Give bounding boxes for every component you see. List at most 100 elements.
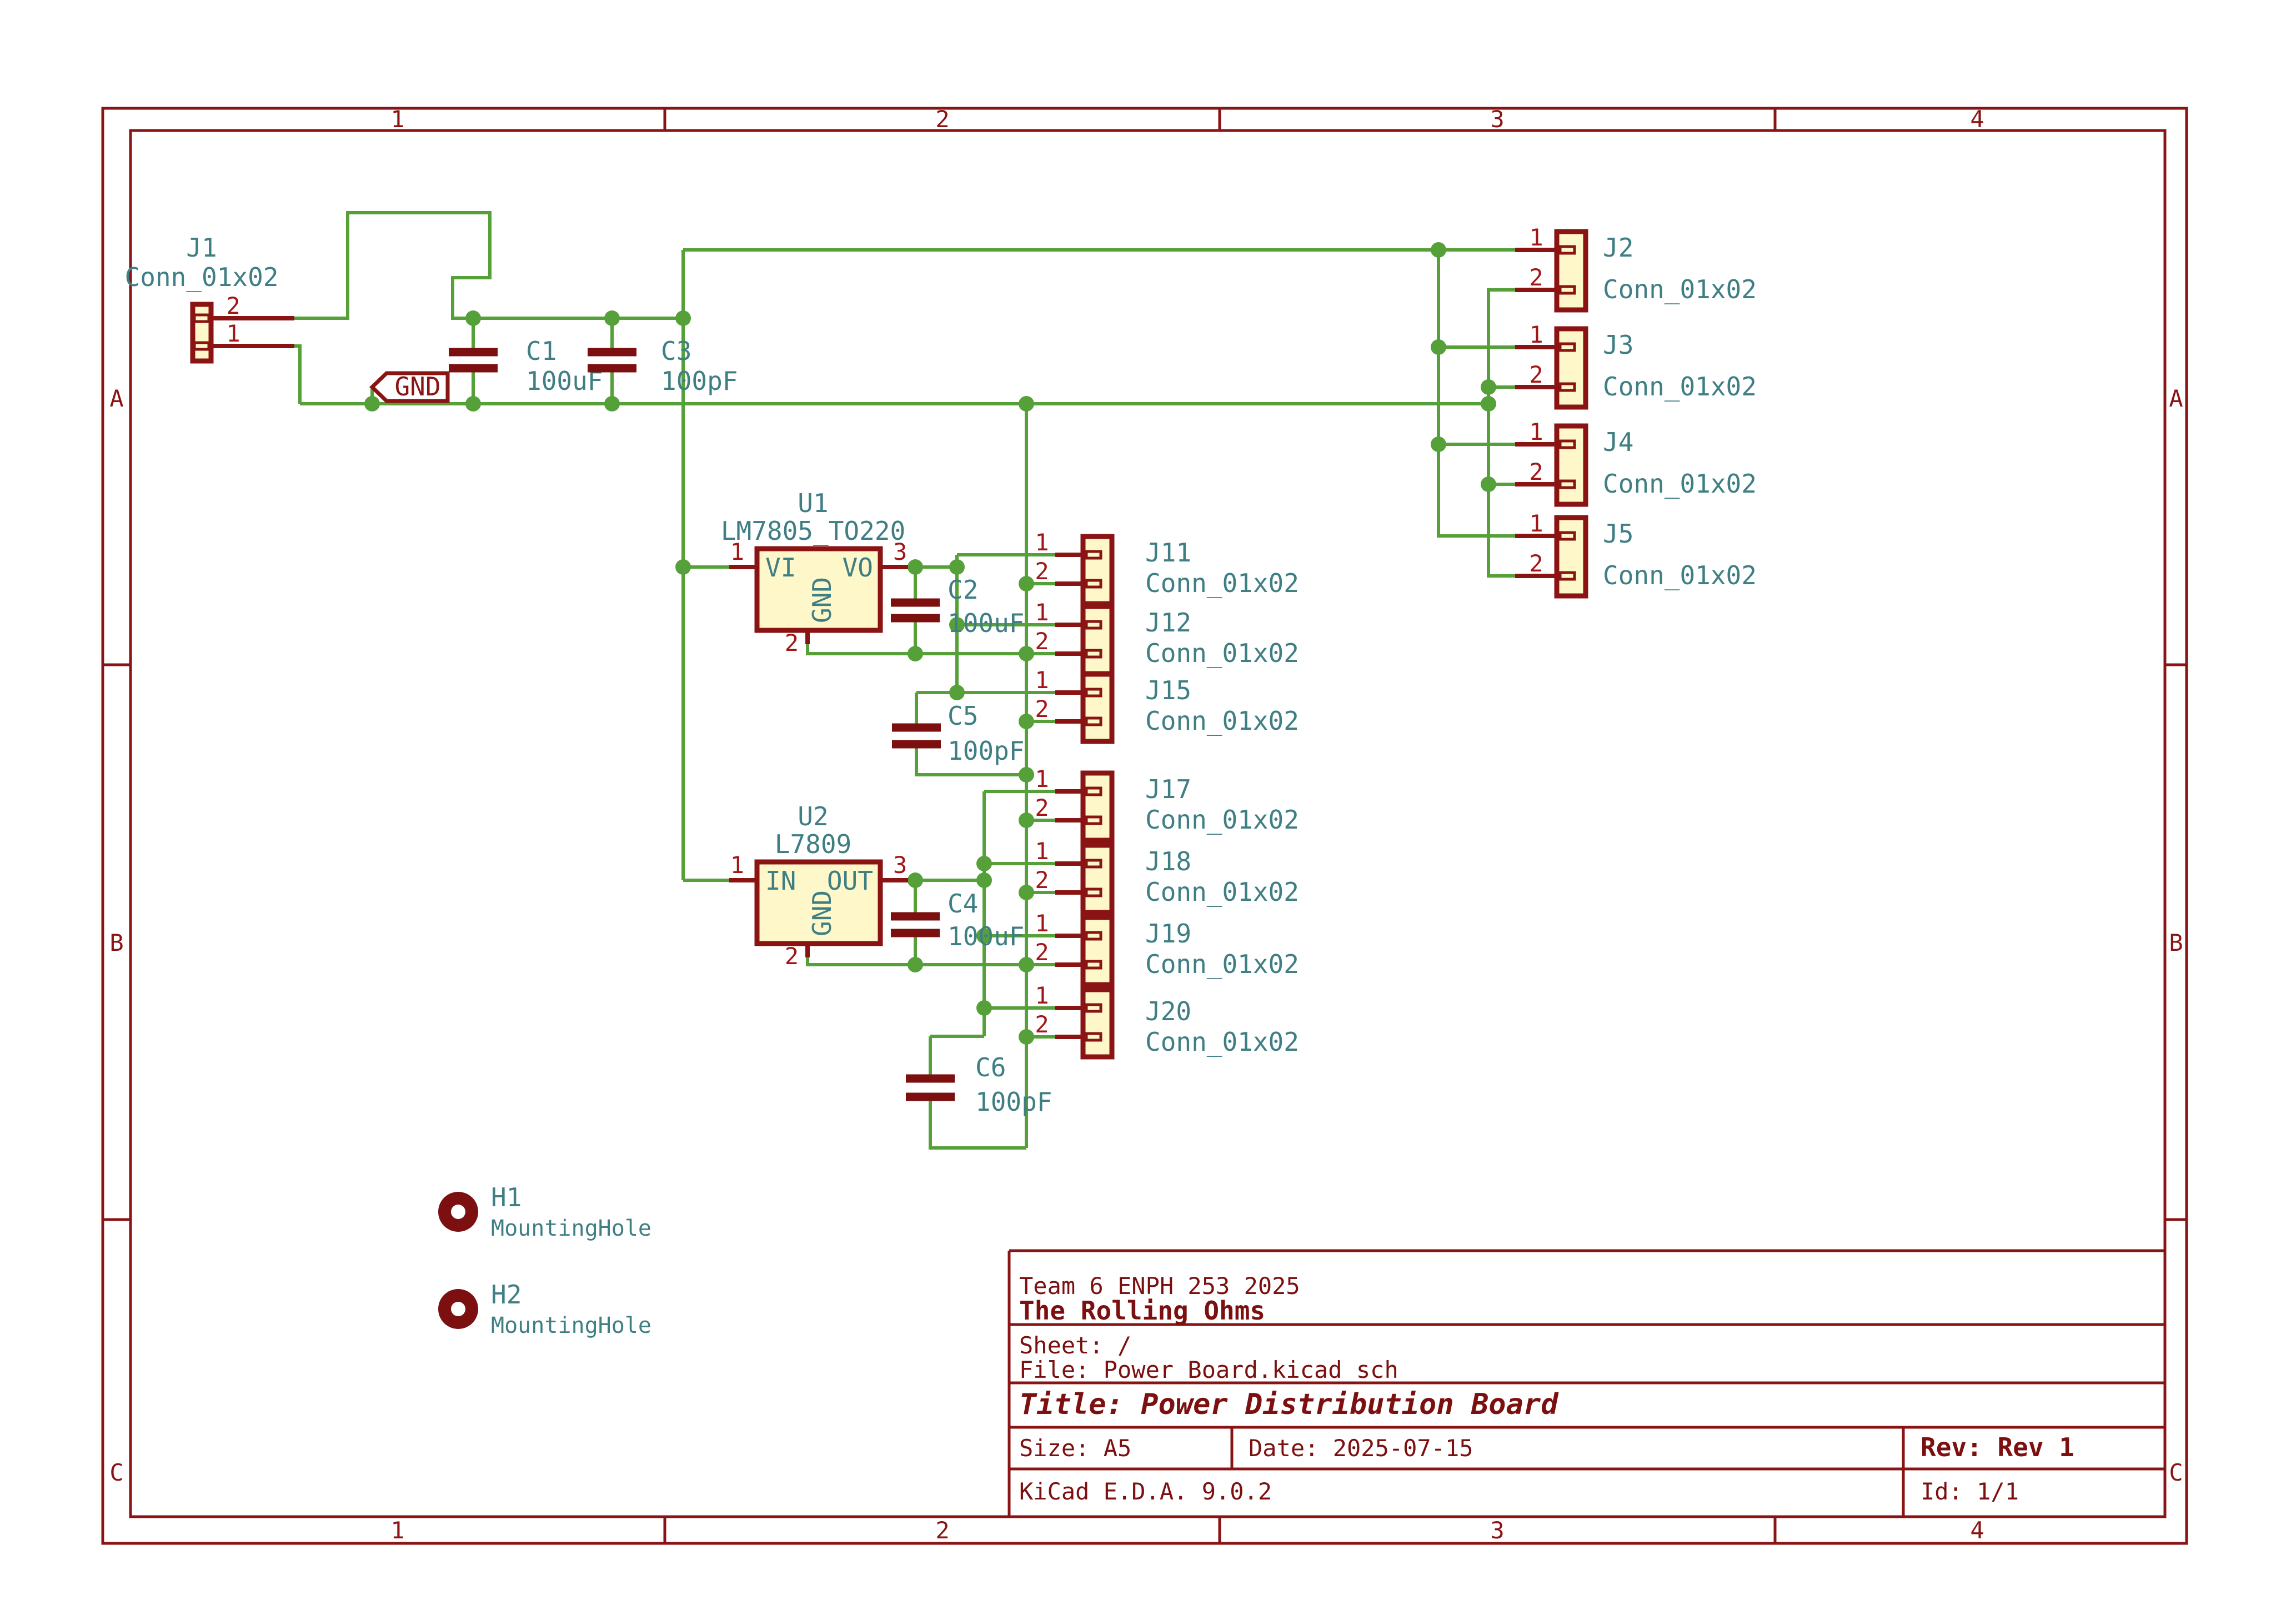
- j3-pin2-number: 2: [1529, 361, 1543, 388]
- regulator-u2[interactable]: U2 L7809 IN OUT GND 1 3 2: [729, 801, 908, 970]
- connector-j17[interactable]: 1 2 J17 Conn_01x02: [1035, 765, 1299, 843]
- j19-value: Conn_01x02: [1145, 949, 1299, 979]
- j20-pin2-number: 2: [1035, 1011, 1049, 1038]
- title-title: Title: Power Distribution Board: [1019, 1388, 1559, 1421]
- j2-value: Conn_01x02: [1603, 274, 1757, 304]
- capacitor-c3[interactable]: C3 100pF: [588, 336, 738, 396]
- j3-notch: [1558, 342, 1576, 352]
- capacitor-c6[interactable]: C6 100pF: [906, 1052, 1052, 1117]
- j1-notch: [193, 313, 210, 323]
- connector-j19[interactable]: 1 2 J19 Conn_01x02: [1035, 910, 1299, 987]
- j17-notch: [1085, 786, 1102, 796]
- c3-ref: C3: [661, 336, 691, 366]
- c6-value: 100pF: [975, 1087, 1052, 1117]
- j18-pins: [1055, 861, 1083, 895]
- capacitor-c2[interactable]: C2 100uF: [891, 575, 1024, 638]
- regulator-u1[interactable]: U1 LM7805_TO220 VI VO GND 1 3 2: [721, 488, 908, 656]
- wire-u1-gnd[interactable]: [806, 644, 1055, 655]
- title-sheet: Sheet: /: [1019, 1332, 1131, 1359]
- c2-value: 100uF: [948, 608, 1024, 638]
- mounting-hole-h1[interactable]: H1 MountingHole: [438, 1182, 651, 1241]
- u1-pin3-number: 3: [893, 538, 907, 565]
- j20-pins: [1055, 1006, 1083, 1039]
- connector-j11[interactable]: 1 2 J11 Conn_01x02: [1035, 529, 1299, 606]
- connector-j18[interactable]: 1 2 J18 Conn_01x02: [1035, 837, 1299, 915]
- connector-j5[interactable]: 1 2 J5 Conn_01x02: [1515, 510, 1757, 599]
- wire-vin[interactable]: [294, 211, 683, 320]
- j12-pin1-number: 1: [1035, 599, 1049, 626]
- j12-notch: [1085, 649, 1102, 659]
- h2-drill: [451, 1302, 465, 1316]
- j20-notch: [1085, 1003, 1102, 1013]
- connector-j1[interactable]: 2 1 J1 Conn_01x02: [125, 233, 294, 364]
- gnd-flag-label: GND: [394, 372, 440, 402]
- wire-c5-legs[interactable]: [915, 693, 1026, 776]
- u2-body: [754, 859, 883, 946]
- h1-ref: H1: [491, 1182, 522, 1212]
- j3-body: [1554, 326, 1588, 410]
- c5-plates: [892, 723, 941, 749]
- u1-pin-name-vo: VO: [843, 553, 873, 583]
- u2-value: L7809: [775, 829, 851, 859]
- j4-ref: J4: [1603, 427, 1633, 457]
- j17-pins: [1055, 789, 1083, 822]
- j15-ref: J15: [1145, 675, 1191, 705]
- border-row-label: A: [109, 385, 123, 412]
- c6-ref: C6: [975, 1052, 1006, 1082]
- j20-body: [1080, 987, 1115, 1060]
- j12-value: Conn_01x02: [1145, 638, 1299, 668]
- j20-notch: [1085, 1032, 1102, 1042]
- j3-value: Conn_01x02: [1603, 372, 1757, 402]
- u1-pin-name-vi: VI: [765, 553, 796, 583]
- j4-value: Conn_01x02: [1603, 469, 1757, 499]
- j1-notch: [193, 341, 210, 351]
- j3-pins: [1515, 345, 1557, 389]
- j18-notch: [1085, 887, 1102, 897]
- j19-pin1-number: 1: [1035, 910, 1049, 937]
- sheet-border: 1 2 3 4 1 2 3 4 A B C A B C: [101, 106, 2188, 1545]
- j20-value: Conn_01x02: [1145, 1027, 1299, 1057]
- c3-plates: [588, 348, 636, 373]
- capacitor-c5[interactable]: C5 100pF: [892, 701, 1024, 766]
- wire-c6-legs[interactable]: [929, 1036, 1026, 1150]
- j4-pin1-number: 1: [1529, 418, 1543, 445]
- connector-j12[interactable]: 1 2 J12 Conn_01x02: [1035, 599, 1299, 676]
- j19-notch: [1085, 960, 1102, 970]
- j5-notch: [1558, 571, 1576, 581]
- junction-dots: [364, 242, 1496, 1045]
- u1-pin-name-gnd: GND: [807, 577, 837, 623]
- title-file: File: Power_Board.kicad_sch: [1019, 1356, 1398, 1383]
- wire-bus1[interactable]: [1437, 250, 1515, 538]
- u1-ref: U1: [798, 488, 828, 518]
- h2-ref: H2: [491, 1280, 522, 1310]
- connector-j15[interactable]: 1 2 J15 Conn_01x02: [1035, 666, 1299, 744]
- connector-j4[interactable]: 1 2 J4 Conn_01x02: [1515, 418, 1757, 507]
- gnd-power-flag[interactable]: GND: [369, 371, 450, 403]
- wire-u2-gnd[interactable]: [806, 957, 1055, 966]
- j12-pins: [1055, 623, 1083, 656]
- j12-pin2-number: 2: [1035, 628, 1049, 655]
- connector-j20[interactable]: 1 2 J20 Conn_01x02: [1035, 982, 1299, 1060]
- border-col-label: 4: [1970, 1517, 1984, 1544]
- capacitor-c4[interactable]: C4 100uF: [891, 889, 1024, 951]
- u2-ref: U2: [798, 801, 828, 831]
- mounting-hole-h2[interactable]: H2 MountingHole: [438, 1280, 651, 1338]
- connector-j3[interactable]: 1 2 J3 Conn_01x02: [1515, 321, 1757, 410]
- wire-j1-gnd[interactable]: [294, 344, 302, 404]
- j5-pin1-number: 1: [1529, 510, 1543, 537]
- j18-pin1-number: 1: [1035, 837, 1049, 865]
- border-row-label: C: [109, 1459, 123, 1486]
- j1-ref: J1: [186, 233, 217, 263]
- border-col-label: 4: [1970, 106, 1984, 133]
- u2-pin-name-in: IN: [765, 866, 796, 896]
- j4-notch: [1558, 479, 1576, 489]
- wire-9v-column[interactable]: [930, 790, 1055, 1038]
- wire-bus2[interactable]: [1487, 288, 1515, 578]
- j4-notch: [1558, 439, 1576, 449]
- j19-pin2-number: 2: [1035, 939, 1049, 966]
- j11-pin2-number: 2: [1035, 558, 1049, 585]
- connector-j2[interactable]: 1 2 J2 Conn_01x02: [1515, 224, 1757, 313]
- c2-ref: C2: [948, 575, 978, 605]
